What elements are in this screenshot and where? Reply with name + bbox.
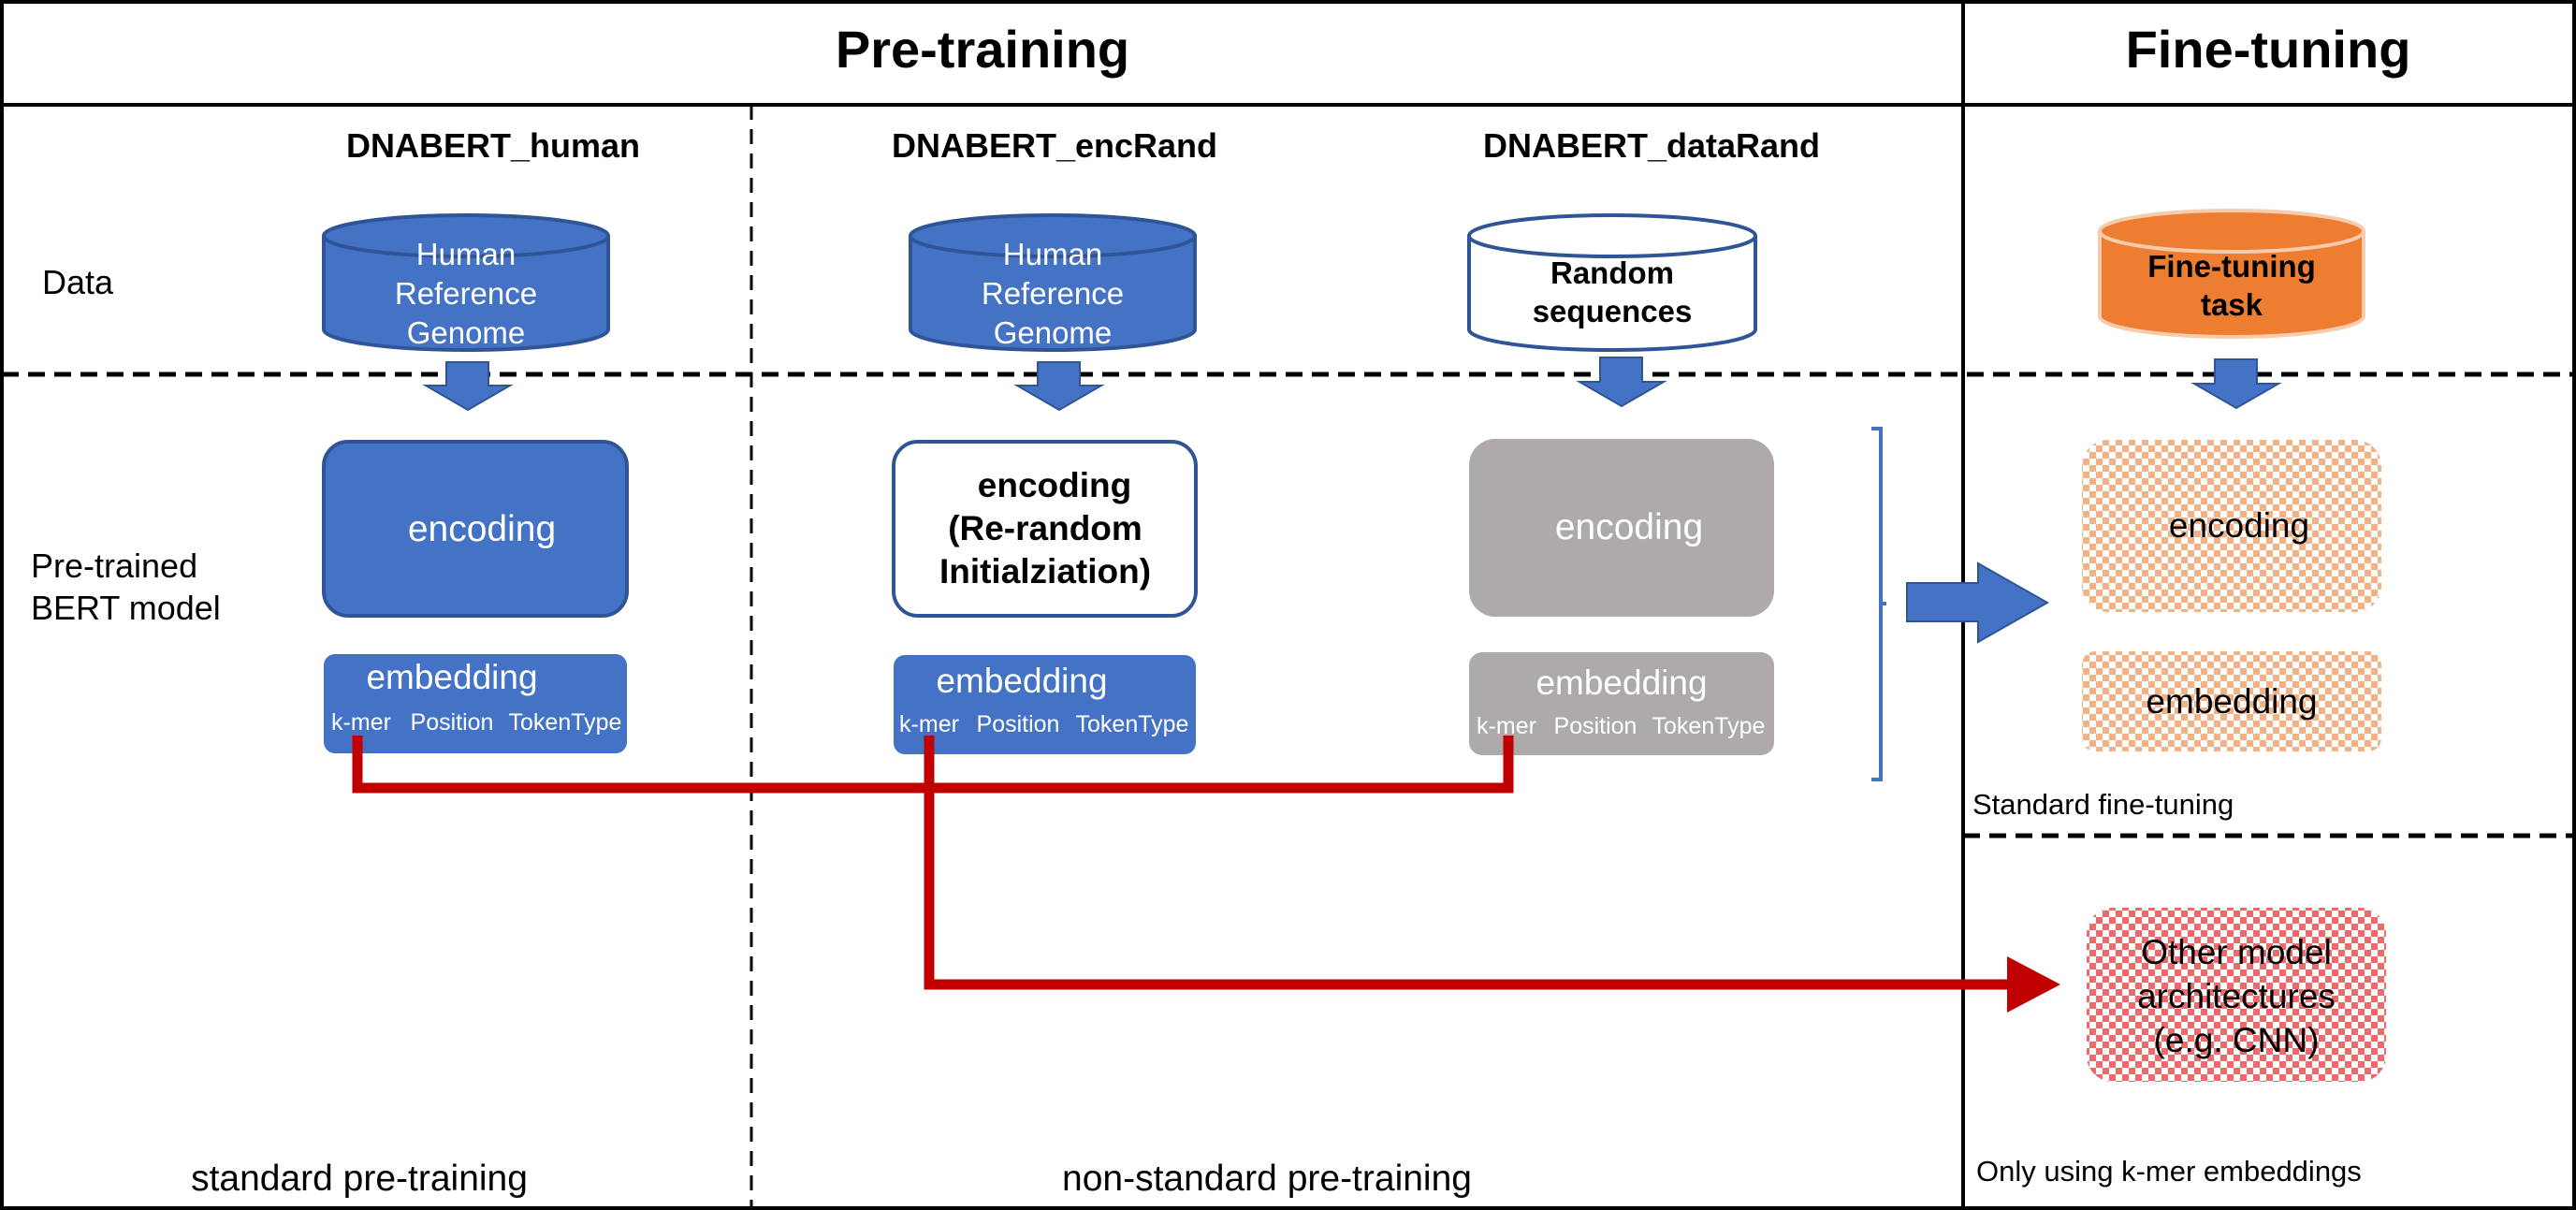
down-arrow-icon xyxy=(422,361,514,412)
embedding-box-encrand: embedding k-mer Position TokenType xyxy=(894,655,1196,754)
finetune-embedding-box: embedding xyxy=(2082,651,2381,751)
token-position: Position xyxy=(1554,713,1637,739)
svg-text:encoding: encoding xyxy=(408,509,556,549)
svg-text:Human: Human xyxy=(416,237,516,271)
token-tokentype: TokenType xyxy=(1652,713,1766,739)
svg-text:(e.g. CNN): (e.g. CNN) xyxy=(2154,1021,2320,1059)
nonstandard-pretraining-label: non-standard pre-training xyxy=(1062,1159,1472,1199)
encoding-box-datarand: encoding xyxy=(1469,439,1774,617)
svg-text:Genome: Genome xyxy=(407,315,526,350)
model-title-datarand: DNABERT_dataRand xyxy=(1483,126,1820,165)
finetune-encoding-box: encoding xyxy=(2082,440,2381,612)
svg-text:embedding: embedding xyxy=(366,658,537,696)
svg-text:Reference: Reference xyxy=(982,276,1124,311)
model-group-bracket xyxy=(1871,427,1886,781)
svg-text:embedding: embedding xyxy=(2146,682,2317,721)
token-kmer: k-mer xyxy=(331,709,391,736)
model-row-label-line2: BERT model xyxy=(31,589,221,627)
token-position: Position xyxy=(977,711,1060,737)
svg-text:architectures: architectures xyxy=(2137,977,2336,1015)
data-cylinder-human: Human Reference Genome xyxy=(322,213,610,352)
svg-text:embedding: embedding xyxy=(1535,663,1707,702)
svg-text:Fine-tuning: Fine-tuning xyxy=(2147,249,2316,284)
right-arrow-icon xyxy=(1906,561,2050,644)
model-title-encrand: DNABERT_encRand xyxy=(892,126,1217,165)
finetuning-header: Fine-tuning xyxy=(2126,20,2411,79)
model-row-label-line1: Pre-trained xyxy=(31,547,197,585)
token-kmer: k-mer xyxy=(899,711,959,737)
token-kmer: k-mer xyxy=(1477,713,1536,739)
svg-text:encoding: encoding xyxy=(978,466,1131,504)
encoding-box-human: encoding xyxy=(322,440,629,618)
other-architectures-box: Other model architectures (e.g. CNN) xyxy=(2087,908,2386,1082)
svg-text:sequences: sequences xyxy=(1533,294,1693,328)
kmer-transfer-connector xyxy=(352,736,2060,1013)
data-row-label: Data xyxy=(42,263,114,301)
svg-text:Human: Human xyxy=(1003,237,1102,271)
standard-pretraining-label: standard pre-training xyxy=(191,1159,528,1199)
svg-text:embedding: embedding xyxy=(936,662,1107,700)
pretraining-header: Pre-training xyxy=(836,20,1129,79)
data-cylinder-encrand: Human Reference Genome xyxy=(909,213,1197,352)
down-arrow-icon xyxy=(1576,357,1667,408)
svg-text:Genome: Genome xyxy=(994,315,1113,350)
embedding-box-datarand: embedding k-mer Position TokenType xyxy=(1469,652,1774,755)
svg-text:task: task xyxy=(2201,287,2263,322)
svg-text:encoding: encoding xyxy=(2169,506,2309,545)
token-tokentype: TokenType xyxy=(509,709,622,736)
svg-text:Initialziation): Initialziation) xyxy=(939,552,1151,590)
red-arrowhead-icon xyxy=(2007,956,2060,1013)
data-cylinder-finetune-task: Fine-tuning task xyxy=(2098,209,2365,339)
svg-text:(Re-random: (Re-random xyxy=(948,509,1142,547)
svg-text:encoding: encoding xyxy=(1555,507,1703,547)
token-position: Position xyxy=(411,709,494,736)
encoding-box-encrand: encoding (Re-random Initialziation) xyxy=(892,440,1198,618)
svg-text:Other model: Other model xyxy=(2141,933,2332,971)
standard-finetuning-label: Standard fine-tuning xyxy=(1972,788,2234,821)
kmer-only-label: Only using k-mer embeddings xyxy=(1976,1155,2362,1188)
token-tokentype: TokenType xyxy=(1076,711,1189,737)
svg-text:Reference: Reference xyxy=(395,276,537,311)
svg-text:Random: Random xyxy=(1550,255,1674,290)
data-cylinder-datarand: Random sequences xyxy=(1467,213,1757,352)
model-title-human: DNABERT_human xyxy=(346,126,640,165)
down-arrow-icon xyxy=(1013,361,1105,412)
embedding-box-human: embedding k-mer Position TokenType xyxy=(324,654,627,753)
down-arrow-icon xyxy=(2190,358,2282,410)
